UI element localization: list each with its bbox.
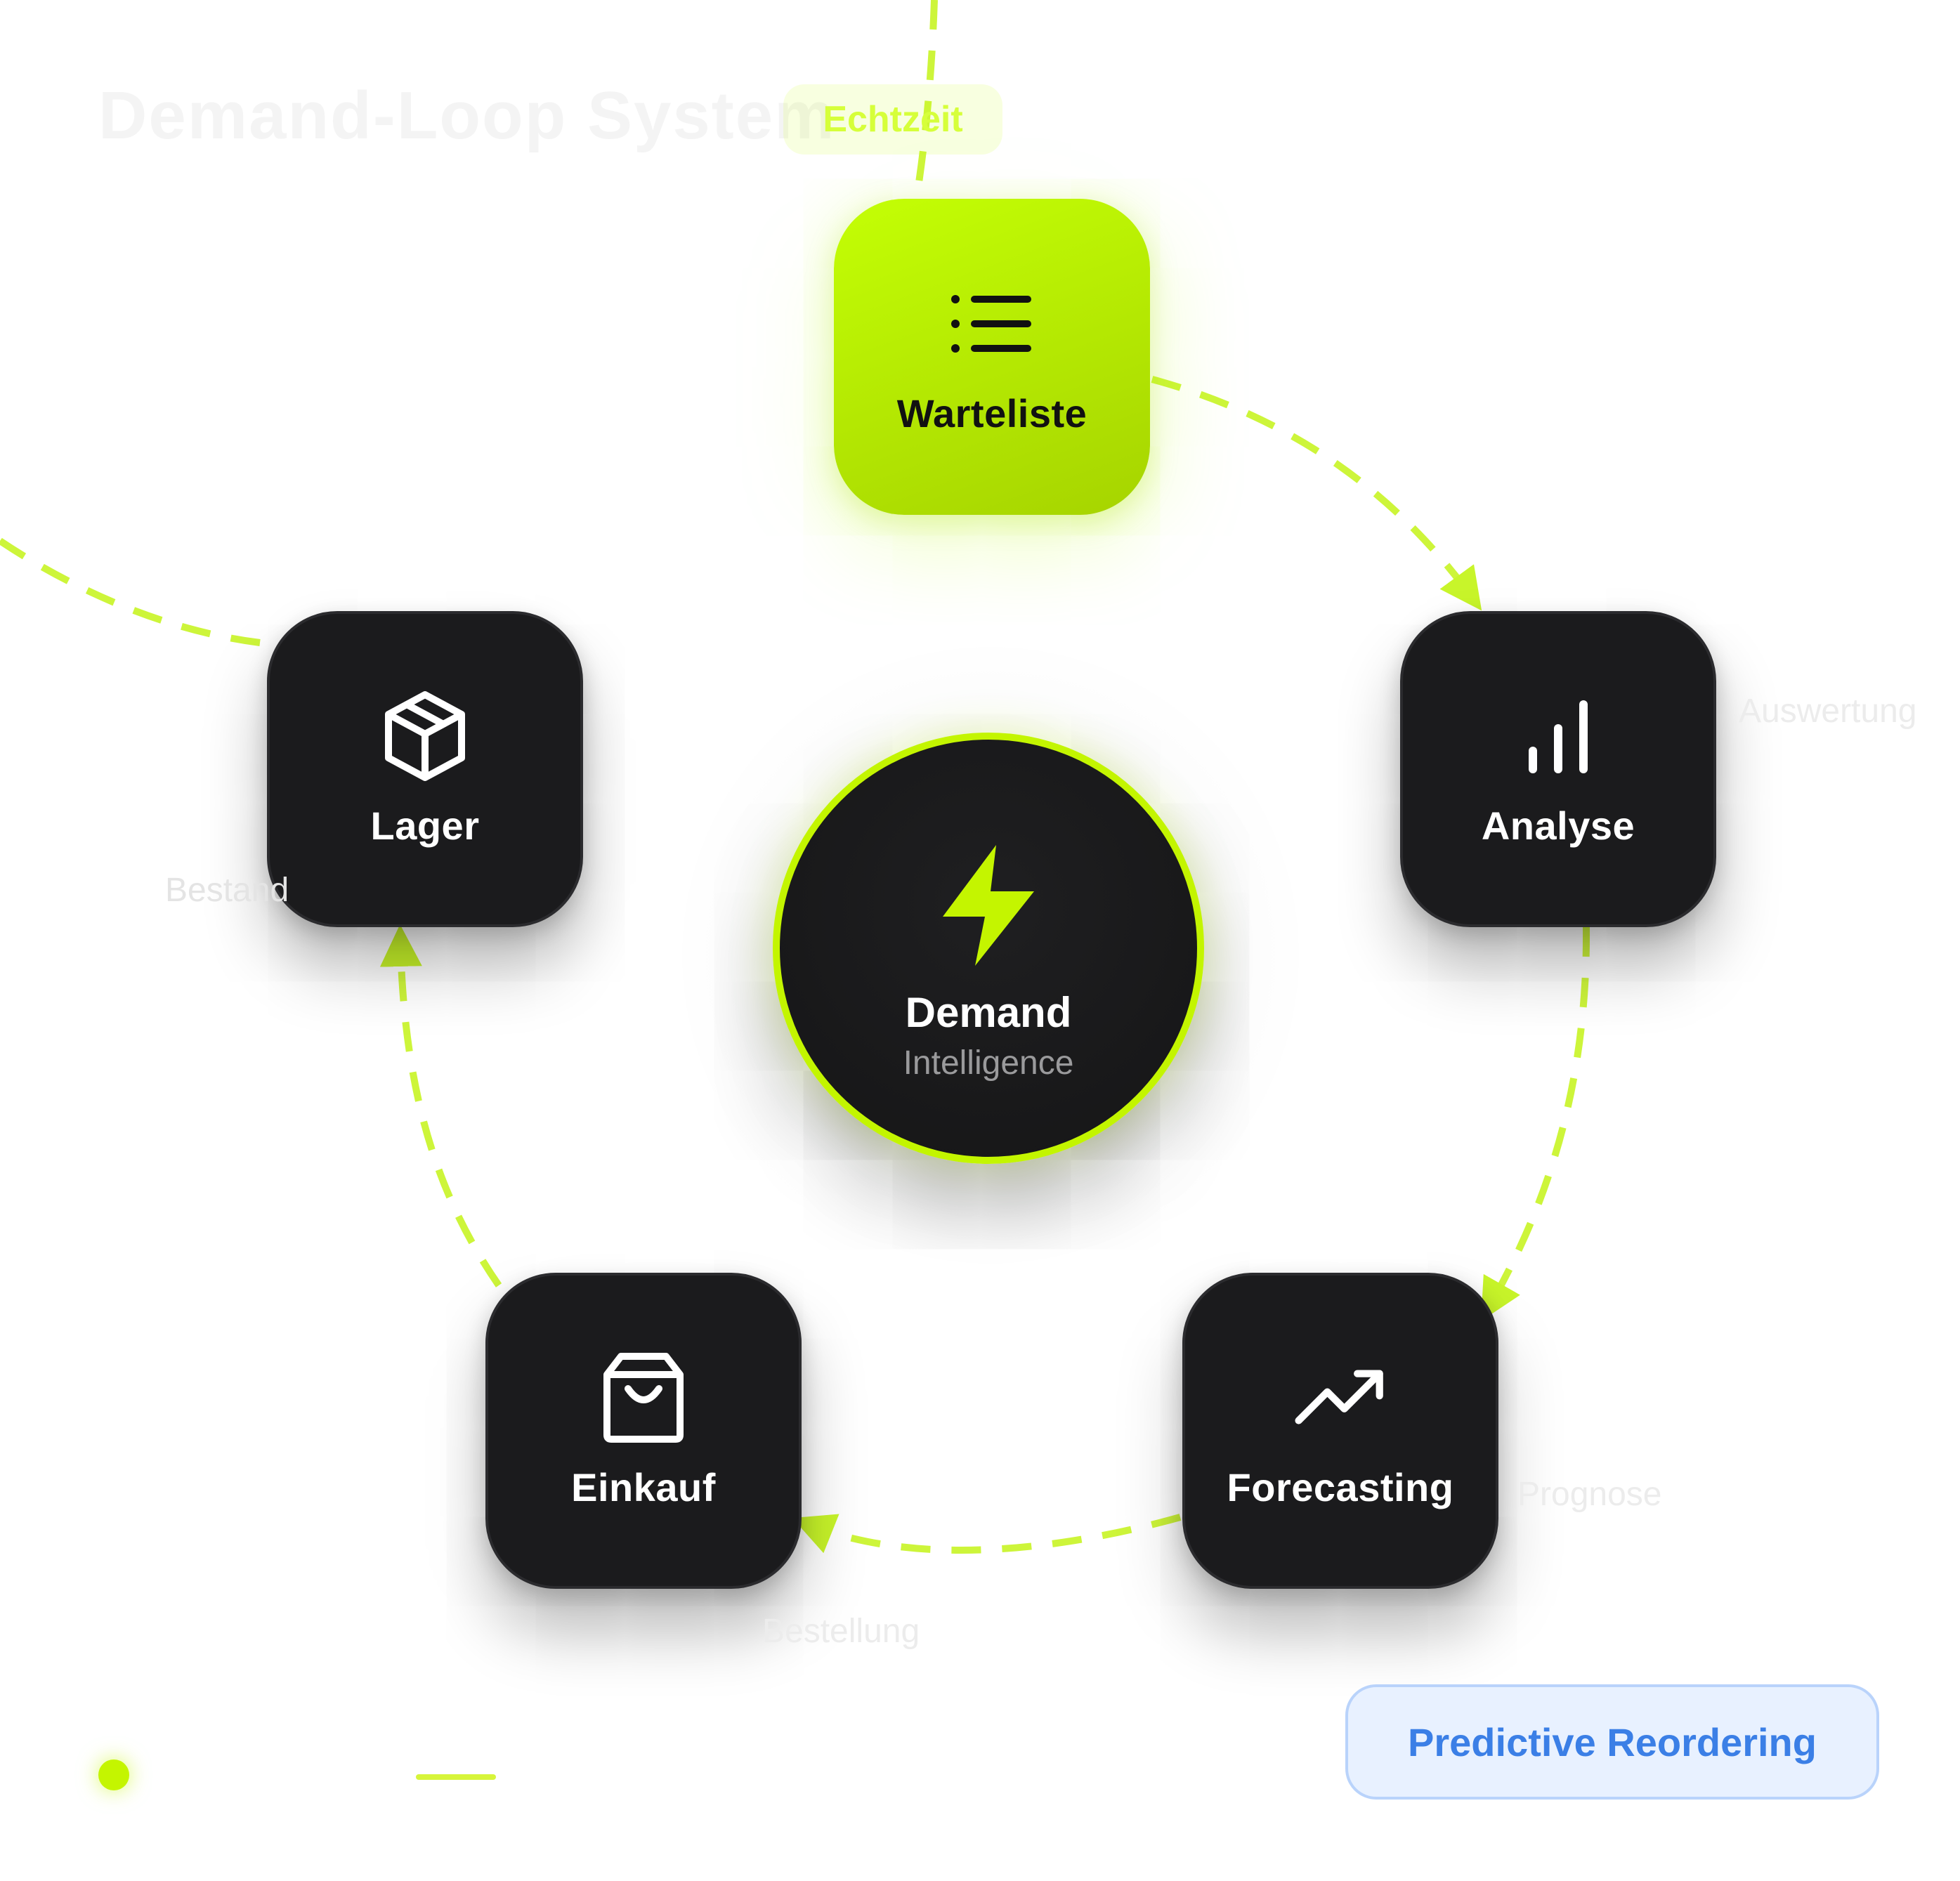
diagram-title: Demand-Loop System — [98, 78, 836, 153]
ghost-label-analyse: Auswertung — [1739, 693, 1917, 730]
node-einkauf[interactable]: Einkauf — [485, 1273, 802, 1589]
connector-warteliste-analyse — [1151, 376, 1482, 611]
ghost-label-lager: Bestand — [165, 872, 289, 909]
ghost-label-forecasting: Prognose — [1517, 1476, 1662, 1513]
connector-einkauf-lager — [379, 924, 502, 1287]
connector-analyse-forecasting — [1481, 926, 1590, 1321]
predictive-reordering-pill[interactable]: Predictive Reordering — [1345, 1684, 1879, 1800]
node-forecasting[interactable]: Forecasting — [1182, 1273, 1498, 1589]
node-label: Einkauf — [571, 1464, 716, 1509]
trending-up-icon — [1295, 1352, 1386, 1443]
package-icon — [379, 690, 471, 782]
connector-forecasting-einkauf — [792, 1514, 1182, 1554]
node-lager[interactable]: Lager — [267, 611, 583, 927]
bar-chart-icon — [1513, 690, 1604, 782]
list-icon — [946, 278, 1038, 369]
hub-demand-intelligence[interactable]: Demand Intelligence — [773, 733, 1204, 1164]
node-warteliste[interactable]: Warteliste — [834, 199, 1150, 515]
node-label: Forecasting — [1227, 1464, 1454, 1509]
node-label: Analyse — [1481, 803, 1635, 848]
connector-top-in — [913, 0, 938, 197]
ghost-label-einkauf: Bestellung — [762, 1613, 920, 1650]
hub-title: Demand — [905, 989, 1072, 1036]
node-label: Warteliste — [896, 391, 1087, 435]
realtime-badge: Echtzeit — [783, 84, 1002, 155]
status-dot — [98, 1759, 129, 1790]
progress-indicator — [416, 1774, 496, 1780]
hub-subtitle: Intelligence — [903, 1044, 1074, 1082]
connector-lager-outgoing — [0, 537, 261, 646]
node-label: Lager — [370, 803, 480, 848]
lightning-bolt-icon — [929, 842, 1048, 969]
node-analyse[interactable]: Analyse — [1400, 611, 1716, 927]
shopping-bag-icon — [598, 1352, 689, 1443]
